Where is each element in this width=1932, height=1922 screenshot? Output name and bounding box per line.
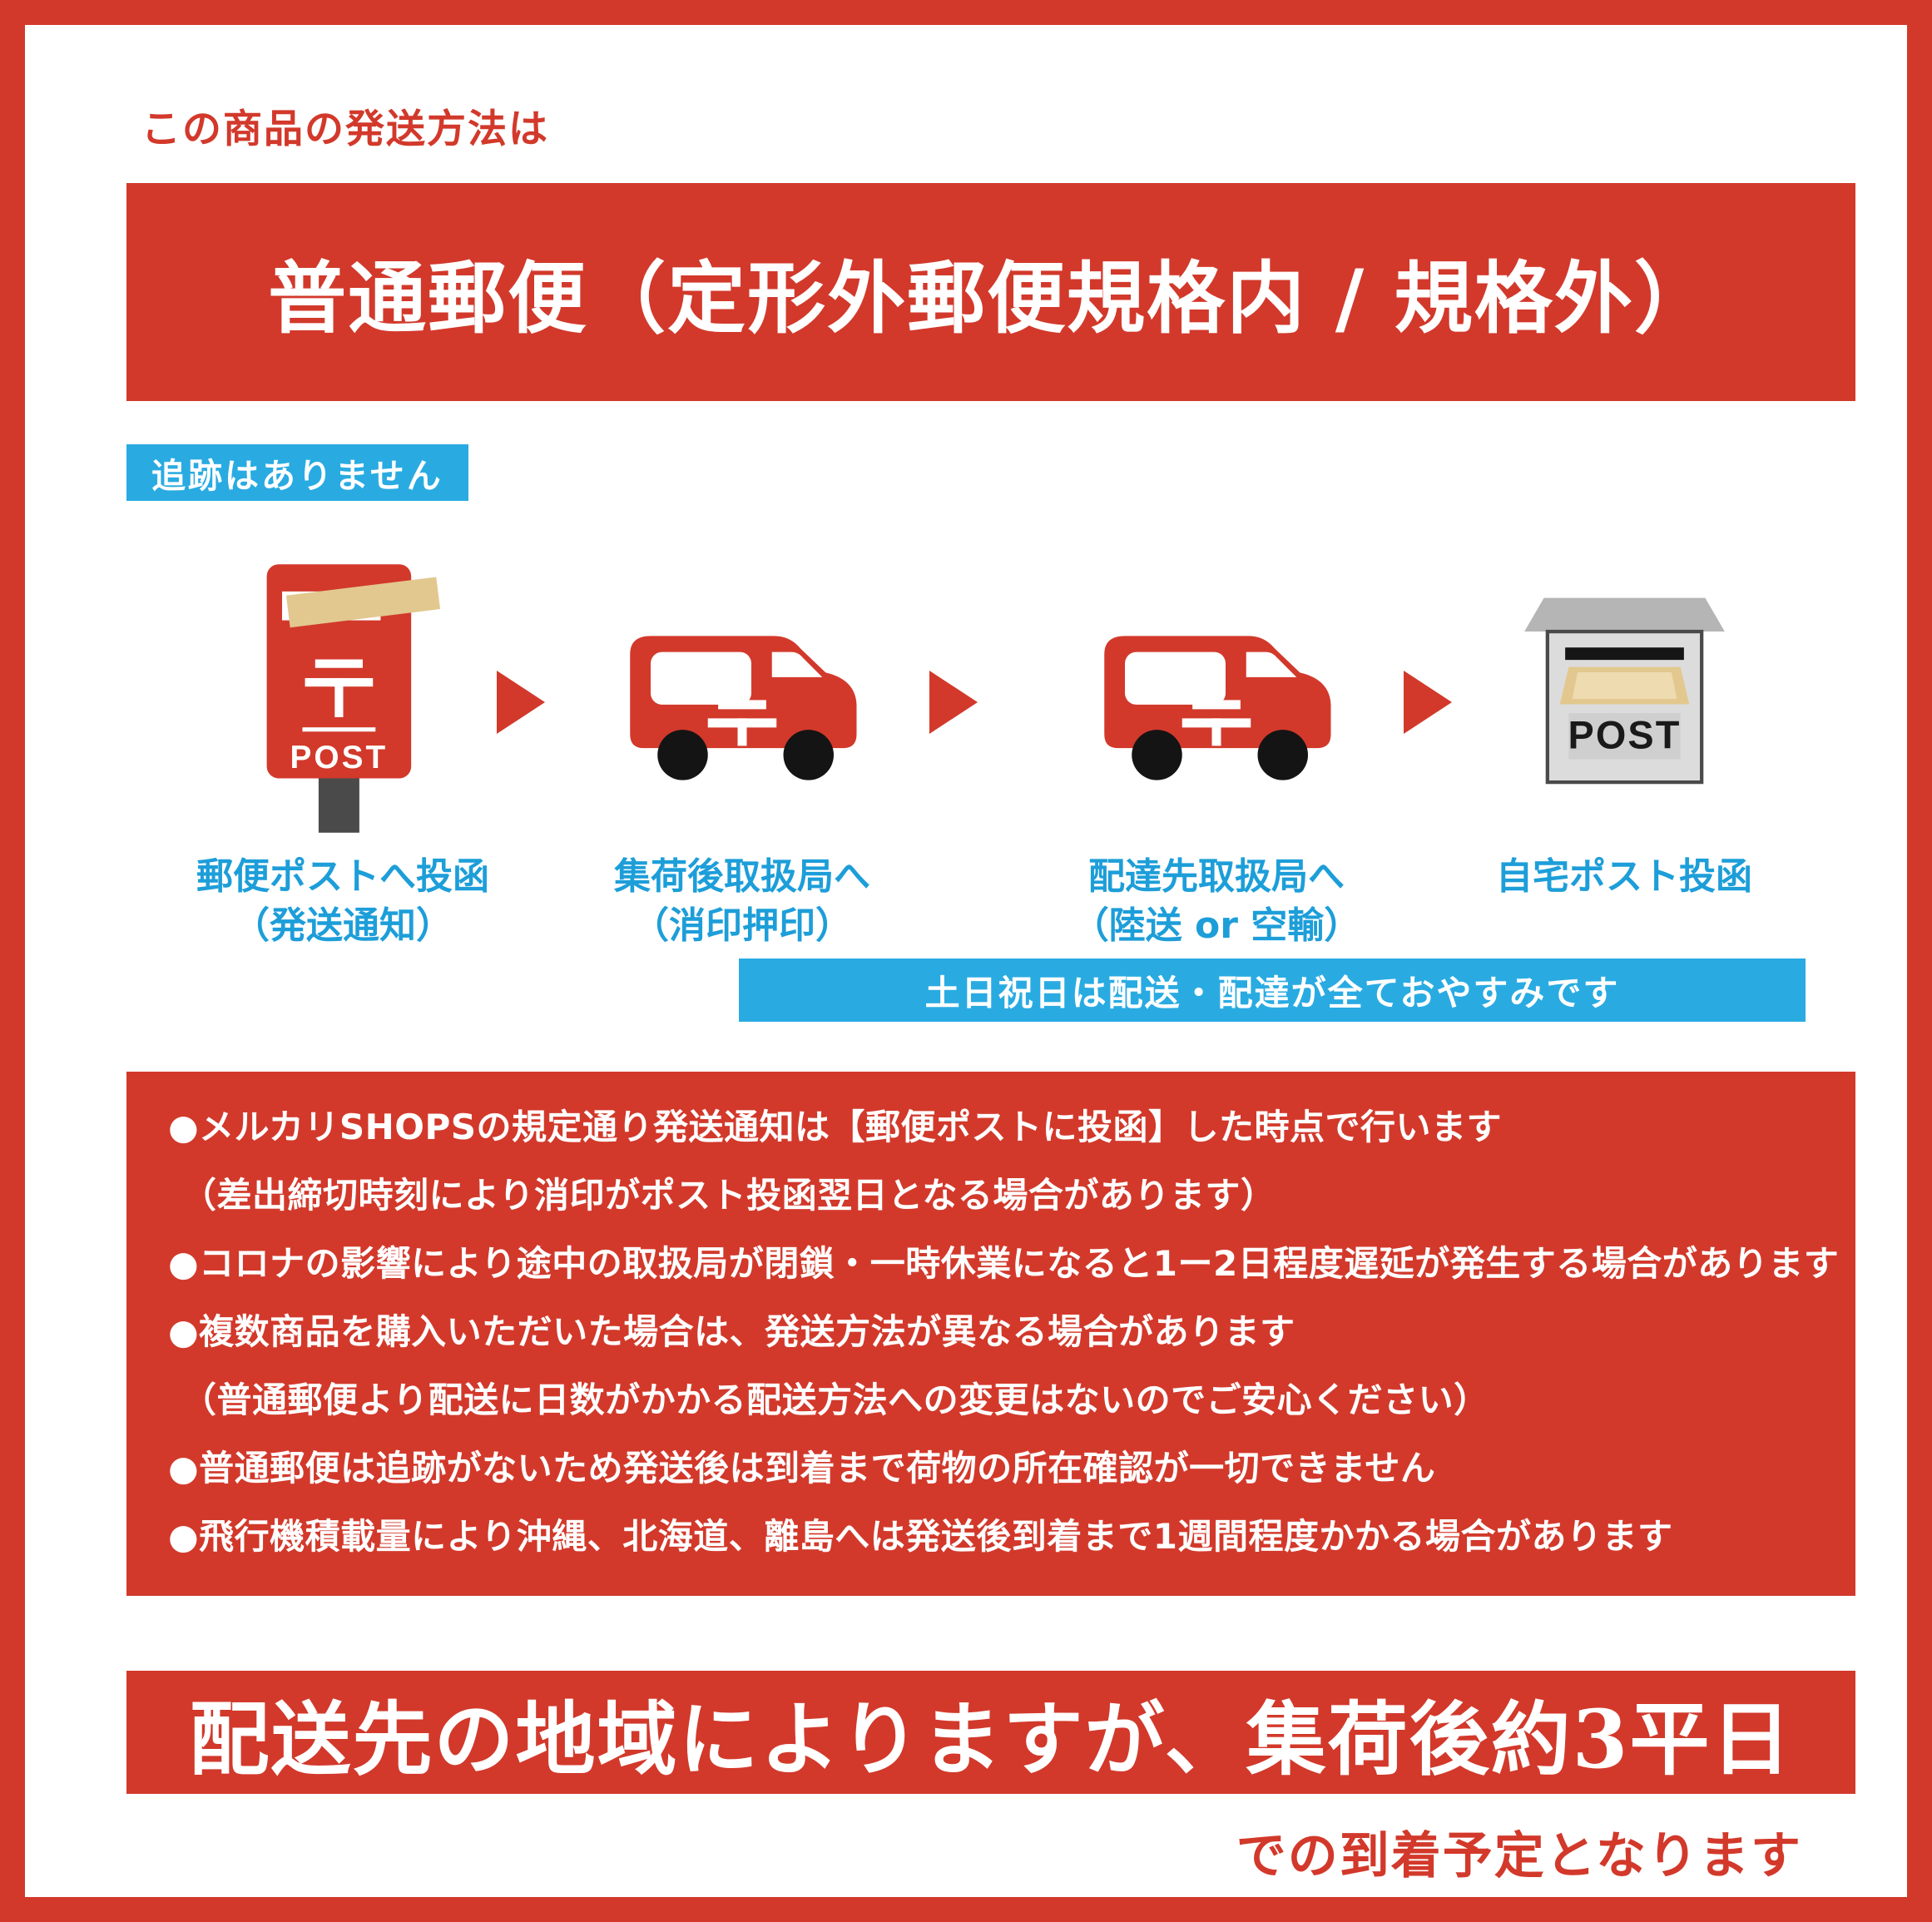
holiday-notice-label: 土日祝日は配送・配達が全ておやすみです — [924, 972, 1620, 1013]
flow-step-van-pickup: 集荷後取扱局へ （消印押印） — [576, 557, 909, 951]
postbox-divider — [302, 726, 375, 731]
mail-slot — [1564, 647, 1684, 661]
postbox-icon: POST — [266, 563, 440, 833]
postbox-roof — [1523, 597, 1725, 632]
postbox-post-label: POST — [290, 740, 388, 775]
flow-step-home-postbox: POST 自宅ポスト投函 — [1466, 557, 1782, 901]
arrow-right-icon — [1404, 671, 1452, 734]
step-caption-line1: 配達先取扱局へ — [1087, 855, 1345, 898]
delivery-flow: POST 郵便ポストへ投函 （発送通知） — [126, 557, 1855, 957]
step-caption-line1: 自宅ポスト投函 — [1496, 855, 1752, 898]
step-caption: 自宅ポスト投函 — [1496, 852, 1752, 901]
van-side-window — [1125, 651, 1226, 705]
arrow-right-icon — [497, 671, 545, 734]
step-caption-line2: （発送通知） — [233, 904, 453, 948]
tracking-badge: 追跡はありません — [126, 444, 468, 501]
note-line: （差出締切時刻により消印がポスト投函翌日となる場合があります） — [181, 1175, 1276, 1216]
van-side-window — [651, 651, 751, 705]
post-plate — [1568, 713, 1681, 760]
home-postbox-icon: POST — [1523, 597, 1725, 785]
page-title: この商品の発送方法は — [141, 107, 549, 152]
arrow-right-icon — [929, 671, 978, 734]
step-caption: 配達先取扱局へ （陸送 or 空輸） — [1073, 852, 1361, 951]
postbox-icon-wrap: POST — [241, 557, 445, 840]
van-icon-wrap — [605, 557, 879, 840]
step-caption: 集荷後取扱局へ （消印押印） — [614, 852, 870, 951]
step-caption-line2: （陸送 or 空輸） — [1072, 904, 1361, 948]
shipping-method-banner: 普通郵便（定形外郵便規格内 / 規格外） — [126, 183, 1855, 401]
home-post-label: POST — [1568, 714, 1681, 757]
holiday-notice-banner: 土日祝日は配送・配達が全ておやすみです — [739, 959, 1806, 1022]
step-caption-line1: 郵便ポストへ投函 — [196, 855, 489, 898]
postal-mark-icon — [305, 659, 373, 717]
notes-box: ●メルカリSHOPSの規定通り発送通知は【郵便ポストに投函】した時点で行います … — [126, 1072, 1855, 1596]
note-line: ●複数商品を購入いただいた場合は、発送方法が異なる場合があります — [168, 1311, 1295, 1352]
van-wheel — [657, 730, 708, 780]
step-caption-line1: 集荷後取扱局へ — [614, 855, 870, 898]
shipping-method-label: 普通郵便（定形外郵便規格内 / 規格外） — [268, 254, 1714, 344]
envelope-icon — [285, 577, 440, 627]
van-icon-wrap — [1079, 557, 1354, 840]
van-wheel — [1132, 730, 1182, 780]
home-postbox-icon-wrap: POST — [1523, 557, 1726, 840]
van-front-window — [771, 651, 823, 677]
van-front-window — [1246, 651, 1297, 677]
delivery-van-icon — [1104, 636, 1331, 780]
van-wheel — [783, 730, 834, 780]
delivery-van-icon — [630, 636, 857, 780]
note-line: （普通郵便より配送に日数がかかる配送方法への変更はないのでご安心ください） — [181, 1380, 1489, 1420]
van-wheel — [1257, 730, 1308, 780]
note-line: ●メルカリSHOPSの規定通り発送通知は【郵便ポストに投函】した時点で行います — [168, 1107, 1503, 1147]
delivery-time-banner: 配送先の地域によりますが、集荷後約3平日 — [126, 1671, 1855, 1794]
tracking-badge-label: 追跡はありません — [151, 456, 443, 496]
step-caption-line2: （消印押印） — [632, 904, 852, 948]
delivery-time-suffix: での到着予定となります — [1236, 1827, 1802, 1885]
package — [1572, 672, 1677, 699]
delivery-time-label: 配送先の地域によりますが、集荷後約3平日 — [189, 1692, 1793, 1786]
postal-mark-icon — [707, 700, 777, 746]
postal-mark-icon — [1181, 700, 1251, 746]
step-caption: 郵便ポストへ投函 （発送通知） — [196, 852, 489, 951]
flow-step-van-delivery: 配達先取扱局へ （陸送 or 空輸） — [1042, 557, 1391, 951]
flow-step-postbox: POST 郵便ポストへ投函 （発送通知） — [176, 557, 509, 951]
postbox-stand — [318, 777, 359, 833]
note-line: ●普通郵便は追跡がないため発送後は到着まで荷物の所在確認が一切できません — [168, 1448, 1436, 1489]
note-line: ●コロナの影響により途中の取扱局が閉鎖・一時休業になると1ー2日程度遅延が発生す… — [168, 1243, 1840, 1284]
note-line: ●飛行機積載量により沖縄、北海道、離島へは発送後到着まで1週間程度かかる場合があ… — [168, 1516, 1673, 1557]
